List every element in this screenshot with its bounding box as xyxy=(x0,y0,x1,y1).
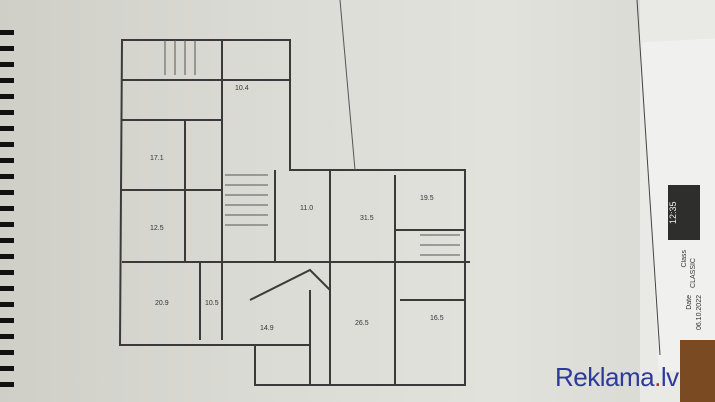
watermark-logo: Reklama.lv xyxy=(555,362,679,393)
table-edge xyxy=(680,340,715,402)
room-label: 14.9 xyxy=(260,325,274,332)
room-label: 10.5 xyxy=(205,300,219,307)
room-label: 19.5 xyxy=(420,195,434,202)
room-label: 31.5 xyxy=(360,215,374,222)
watermark-brand: Reklama xyxy=(555,362,655,392)
room-label: 16.5 xyxy=(430,315,444,322)
watermark-dot: . xyxy=(654,362,661,392)
watermark-tld: lv xyxy=(660,362,679,392)
spiral-binding xyxy=(0,30,14,387)
room-label: 17.1 xyxy=(150,155,164,162)
room-label: 12.5 xyxy=(150,225,164,232)
room-label: 26.5 xyxy=(355,320,369,327)
room-label: 11.0 xyxy=(300,205,313,212)
room-label: 20.9 xyxy=(155,300,169,307)
room-label: 10.4 xyxy=(235,85,249,92)
